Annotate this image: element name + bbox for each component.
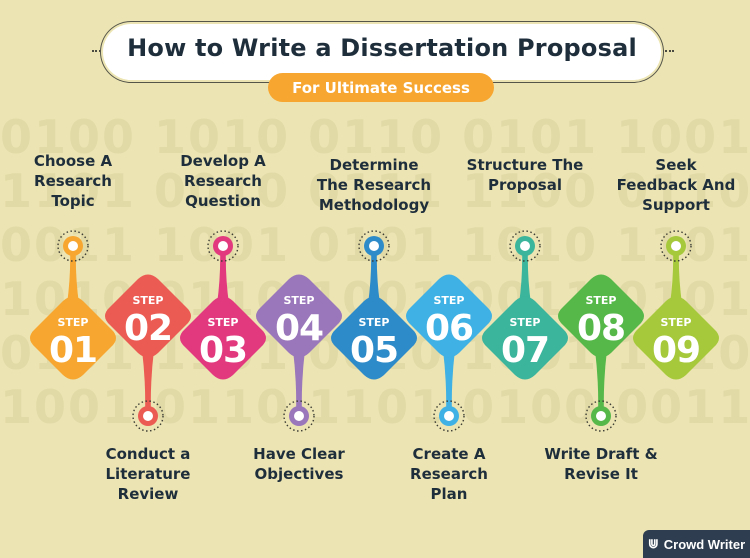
step-word: STEP xyxy=(57,316,88,329)
step-pin-ring xyxy=(132,400,164,432)
step-diamond xyxy=(406,274,492,358)
step-number: 03 xyxy=(199,330,247,371)
step-pin-ring xyxy=(433,400,465,432)
step-pin-ring xyxy=(660,230,692,262)
step-diamond xyxy=(105,274,191,358)
step-pin-ring xyxy=(358,230,390,262)
step-connector xyxy=(443,350,455,416)
step-label: Seek Feedback And Support xyxy=(616,156,736,214)
subtitle-badge: For Ultimate Success xyxy=(268,73,494,102)
step-connector xyxy=(595,350,607,416)
step-diamond xyxy=(331,296,417,380)
crowd-writer-logo-icon: ⋓ xyxy=(647,536,659,551)
step-diamond xyxy=(256,274,342,358)
step-word: STEP xyxy=(585,294,616,307)
step-pin-center xyxy=(68,241,78,251)
step-label: Determine The Research Methodology xyxy=(316,156,432,214)
step-label: Conduct a Literature Review xyxy=(105,445,191,503)
title-right-dots xyxy=(662,50,674,52)
step-label: Write Draft & Revise It xyxy=(544,445,658,483)
step-number: 07 xyxy=(501,330,549,371)
step-diamond xyxy=(633,296,719,380)
step-diamond xyxy=(558,274,644,358)
step-pin-ring xyxy=(57,230,89,262)
step-pin-center xyxy=(143,411,153,421)
step-label: Create A Research Plan xyxy=(410,445,488,503)
page-title: How to Write a Dissertation Proposal xyxy=(127,34,637,62)
step-number: 09 xyxy=(652,330,700,371)
step-number: 01 xyxy=(49,330,97,371)
step-pin-center xyxy=(369,241,379,251)
step-pin-center xyxy=(596,411,606,421)
step-number: 05 xyxy=(350,330,398,371)
step-diamond xyxy=(180,296,266,380)
step-word: STEP xyxy=(132,294,163,307)
step-label: Structure The Proposal xyxy=(466,156,584,194)
step-label: Have Clear Objectives xyxy=(253,445,345,483)
step-connector xyxy=(142,350,154,416)
step-connector xyxy=(519,246,531,304)
brand-badge: ⋓ Crowd Writer xyxy=(643,530,750,558)
step-number: 02 xyxy=(124,308,172,349)
step-pin-center xyxy=(294,411,304,421)
step-connector xyxy=(217,246,229,304)
step-pin-center xyxy=(671,241,681,251)
step-number: 08 xyxy=(577,308,625,349)
brand-name: Crowd Writer xyxy=(663,536,746,552)
title-banner: How to Write a Dissertation Proposal xyxy=(103,24,661,80)
step-number: 06 xyxy=(425,308,473,349)
step-label: Develop A Research Question xyxy=(180,152,266,210)
step-pin-center xyxy=(520,241,530,251)
step-diamond xyxy=(30,296,116,380)
step-label: Choose A Research Topic xyxy=(33,152,113,210)
title-left-dots xyxy=(92,50,104,52)
step-word: STEP xyxy=(660,316,691,329)
step-word: STEP xyxy=(283,294,314,307)
step-word: STEP xyxy=(433,294,464,307)
step-pin-center xyxy=(218,241,228,251)
step-number: 04 xyxy=(275,308,323,349)
step-word: STEP xyxy=(509,316,540,329)
step-connector xyxy=(368,246,380,304)
step-pin-ring xyxy=(509,230,541,262)
subtitle-text: For Ultimate Success xyxy=(292,78,470,97)
step-pin-center xyxy=(444,411,454,421)
step-connector xyxy=(293,350,305,416)
step-diamond xyxy=(482,296,568,380)
step-word: STEP xyxy=(358,316,389,329)
step-connector xyxy=(670,246,682,304)
step-connector xyxy=(67,246,79,304)
step-word: STEP xyxy=(207,316,238,329)
step-pin-ring xyxy=(585,400,617,432)
step-pin-ring xyxy=(207,230,239,262)
step-pin-ring xyxy=(283,400,315,432)
